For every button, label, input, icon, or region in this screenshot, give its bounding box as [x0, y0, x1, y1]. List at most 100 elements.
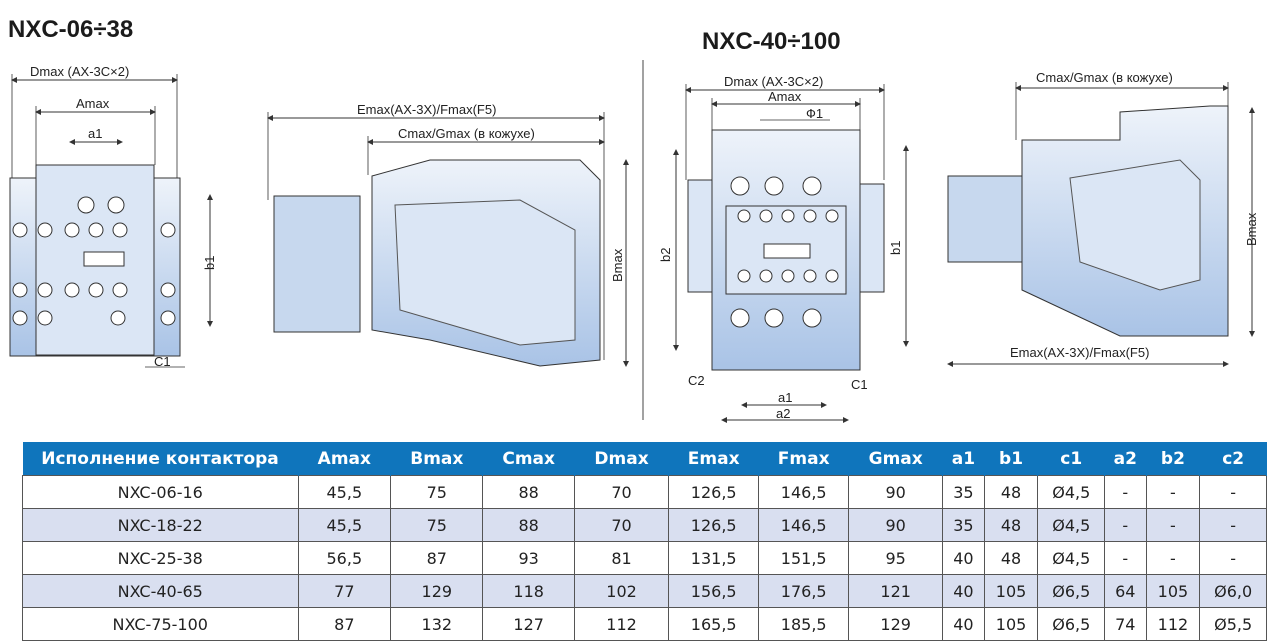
front-view-small: Dmax (AX-3C×2) Amax a1 b1 C1 [9, 64, 217, 369]
table-cell: - [1104, 475, 1147, 509]
header-cell: b2 [1146, 442, 1201, 476]
table-cell: - [1199, 475, 1267, 509]
table-cell: Ø6,5 [1037, 574, 1106, 608]
dim-dmax-center: Dmax (AX-3C×2) [724, 74, 823, 89]
table-cell: - [1145, 541, 1201, 575]
table-cell: 35 [942, 475, 985, 509]
dim-a1-center: a1 [778, 390, 792, 405]
dim-bmax-left: Bmax [610, 248, 625, 282]
table-cell: NXC-06-16 [22, 475, 299, 509]
table-cell: 48 [983, 475, 1039, 509]
table-cell: 45,5 [297, 475, 392, 509]
table-cell: Ø6,0 [1199, 574, 1267, 608]
header-cell: Исполнение контактора [22, 442, 299, 476]
dim-b1-left: b1 [202, 256, 217, 270]
table-cell: 90 [848, 475, 944, 509]
table-cell: 74 [1104, 607, 1147, 641]
side-view-large: Cmax/Gmax (в кожухе) Bmax Emax(AX-3X)/Fm… [947, 70, 1259, 367]
table-cell: 56,5 [297, 541, 392, 575]
table-cell: Ø6,5 [1037, 607, 1106, 641]
table-cell: 64 [1104, 574, 1147, 608]
dim-c1-left: C1 [154, 354, 171, 369]
table-cell: 88 [482, 475, 575, 509]
table-cell: 77 [297, 574, 392, 608]
dim-a2-center: a2 [776, 406, 790, 421]
title-left: NXC-06÷38 [8, 16, 134, 43]
table-cell: 102 [573, 574, 670, 608]
table-cell: 112 [573, 607, 670, 641]
table-cell: 88 [482, 508, 575, 542]
dim-c1-center: C1 [851, 377, 868, 392]
table-cell: 185,5 [758, 607, 850, 641]
table-cell: 105 [983, 574, 1039, 608]
table-cell: 118 [482, 574, 575, 608]
table-cell: 40 [942, 541, 985, 575]
table-cell: 146,5 [758, 508, 850, 542]
table-cell: NXC-40-65 [22, 574, 299, 608]
table-cell: - [1104, 508, 1147, 542]
dim-b2-center: b2 [658, 248, 673, 262]
table-cell: 165,5 [668, 607, 760, 641]
table-cell: 132 [390, 607, 484, 641]
table-cell: - [1199, 508, 1267, 542]
table-cell: 40 [942, 574, 985, 608]
table-cell: Ø4,5 [1037, 508, 1106, 542]
table-cell: 176,5 [758, 574, 850, 608]
dim-bmax-right: Bmax [1244, 212, 1259, 246]
table-cell: 93 [482, 541, 575, 575]
table-cell: Ø5,5 [1199, 607, 1267, 641]
table-cell: - [1104, 541, 1147, 575]
header-cell: Dmax [574, 442, 670, 476]
dim-phi1-center: Ф1 [806, 106, 823, 121]
dim-b1-center: b1 [888, 241, 903, 255]
table-cell: 121 [848, 574, 944, 608]
table-cell: - [1145, 475, 1201, 509]
table-cell: 129 [848, 607, 944, 641]
table-cell: 35 [942, 508, 985, 542]
table-cell: 70 [573, 475, 670, 509]
table-cell: 87 [297, 607, 392, 641]
table-cell: Ø4,5 [1037, 475, 1106, 509]
table-cell: NXC-25-38 [22, 541, 299, 575]
table-cell: 87 [390, 541, 484, 575]
header-cell: Emax [668, 442, 760, 476]
table-cell: 127 [482, 607, 575, 641]
header-cell: Bmax [390, 442, 484, 476]
table-cell: 81 [573, 541, 670, 575]
header-cell: c2 [1199, 442, 1267, 476]
table-cell: 48 [983, 508, 1039, 542]
dim-a1-left: a1 [88, 126, 102, 141]
table-cell: 105 [1145, 574, 1201, 608]
table-cell: NXC-18-22 [22, 508, 299, 542]
table-cell: 45,5 [297, 508, 392, 542]
table-cell: 126,5 [668, 475, 760, 509]
table-cell: NXC-75-100 [22, 607, 299, 641]
side-view-small: Emax(AX-3X)/Fmax(F5) Cmax/Gmax (в кожухе… [267, 102, 629, 367]
table-cell: 90 [848, 508, 944, 542]
table-cell: 151,5 [758, 541, 850, 575]
header-cell: Gmax [848, 442, 944, 476]
title-right: NXC-40÷100 [702, 28, 841, 55]
table-cell: 129 [390, 574, 484, 608]
technical-drawings: Dmax (AX-3C×2) Amax a1 b1 C1 Emax(AX-3X)… [9, 60, 1259, 423]
dim-emax-right: Emax(AX-3X)/Fmax(F5) [1010, 345, 1149, 360]
table-cell: 75 [390, 508, 484, 542]
front-view-large: Dmax (AX-3C×2) Amax Ф1 b2 b1 C2 C1 a1 a2 [658, 74, 909, 423]
header-cell: a2 [1104, 442, 1147, 476]
table-header-row: Исполнение контактора Amax Bmax Cmax Dma… [22, 442, 1267, 476]
table-cell: 48 [983, 541, 1039, 575]
header-cell: Fmax [758, 442, 850, 476]
header-cell: Cmax [482, 442, 575, 476]
dim-amax-center: Amax [768, 89, 802, 104]
dimensions-table: Исполнение контактора Amax Bmax Cmax Dma… [22, 442, 1267, 641]
dim-amax-left: Amax [76, 96, 110, 111]
dim-dmax-left: Dmax (AX-3C×2) [30, 64, 129, 79]
table-cell: - [1199, 541, 1267, 575]
table-cell: 156,5 [668, 574, 760, 608]
header-cell: c1 [1037, 442, 1106, 476]
dim-cmax-right: Cmax/Gmax (в кожухе) [1036, 70, 1173, 85]
